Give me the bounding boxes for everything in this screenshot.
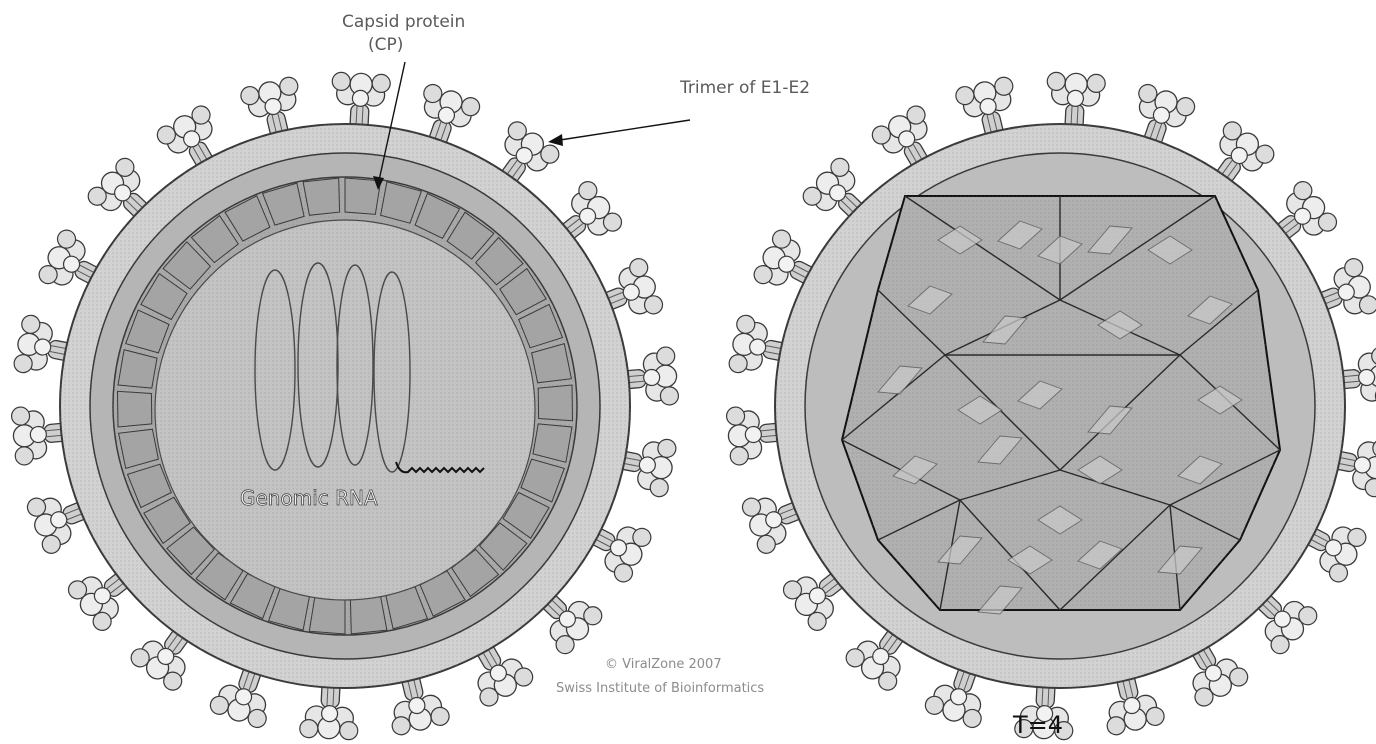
capsid-protein-block (350, 597, 387, 634)
trimer-arrow (560, 120, 690, 140)
trimer-label: Trimer of E1-E2 (679, 78, 810, 98)
triangulation-label: T=4 (1012, 711, 1063, 739)
capsid-protein-block (538, 385, 572, 421)
capsid-protein-block (309, 598, 345, 634)
capsid-protein-abbrev: (CP) (368, 35, 403, 55)
capsid-protein-block (118, 391, 152, 427)
right-virion-surface (726, 72, 1376, 740)
capsid-protein-block (303, 178, 340, 215)
copyright-line-2: Swiss Institute of Bioinformatics (556, 681, 764, 696)
copyright-line-1: © ViralZone 2007 (605, 657, 722, 672)
capsid-protein-label: Capsid protein (342, 12, 465, 32)
icosahedral-capsid (842, 196, 1280, 614)
capsid-protein-block (345, 178, 381, 214)
left-virion-cross-section (11, 72, 679, 740)
genomic-rna-label: Genomic RNA (240, 486, 378, 510)
